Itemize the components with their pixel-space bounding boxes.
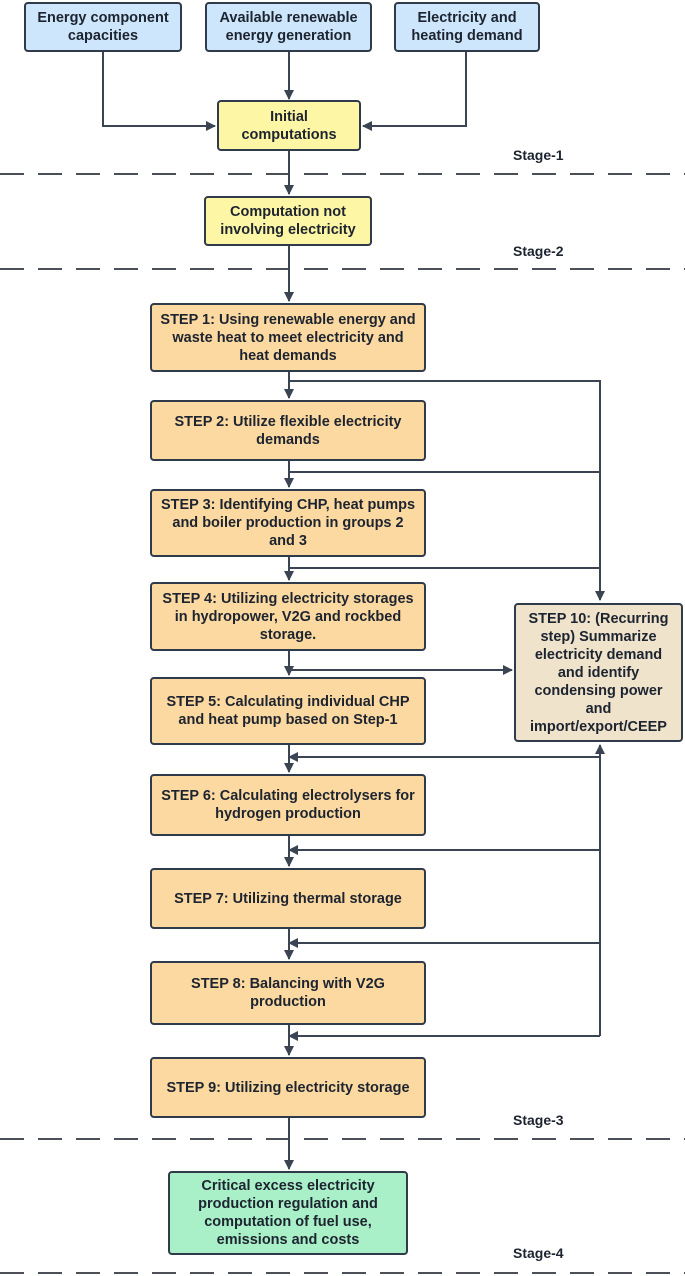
step-10-label: STEP 10: (Recurring step) Summarize elec… <box>528 610 669 735</box>
step-3: STEP 3: Identifying CHP, heat pumps and … <box>150 489 426 557</box>
final-label: Critical excess electricity production r… <box>198 1178 378 1248</box>
arrow-demand-to-initial <box>362 52 467 131</box>
final-regulation-and-costs: Critical excess electricity production r… <box>168 1171 408 1255</box>
step-7-label: STEP 7: Utilizing thermal storage <box>174 890 402 907</box>
step-5: STEP 5: Calculating individual CHP and h… <box>150 677 426 745</box>
input-available-renewable-generation: Available renewable energy generation <box>205 2 372 52</box>
initial-computations-label: Initial computations <box>241 108 337 143</box>
initial-computations: Initial computations <box>217 100 361 151</box>
step-1: STEP 1: Using renewable energy and waste… <box>150 303 426 372</box>
step-9-label: STEP 9: Utilizing electricity storage <box>166 1079 410 1096</box>
stage-1-label: Stage-1 <box>513 147 564 163</box>
step-7: STEP 7: Utilizing thermal storage <box>150 868 426 929</box>
input-demand-label: Electricity and heating demand <box>411 10 523 44</box>
step-4-label: STEP 4: Utilizing electricity storages i… <box>162 590 414 643</box>
computation-not-involving-electricity: Computation not involving electricity <box>204 196 372 246</box>
input-capacities-label: Energy component capacities <box>37 10 169 44</box>
step-3-label: STEP 3: Identifying CHP, heat pumps and … <box>160 497 416 549</box>
step-6-label: STEP 6: Calculating electrolysers for hy… <box>161 788 415 822</box>
step-2: STEP 2: Utilize flexible electricity dem… <box>150 400 426 461</box>
step-10-recurring: STEP 10: (Recurring step) Summarize elec… <box>514 603 683 742</box>
step-6: STEP 6: Calculating electrolysers for hy… <box>150 774 426 836</box>
step-8-label: STEP 8: Balancing with V2G production <box>191 976 385 1010</box>
input-energy-component-capacities: Energy component capacities <box>24 2 182 52</box>
branch-step1-to-step10 <box>289 380 605 601</box>
step-2-label: STEP 2: Utilize flexible electricity dem… <box>174 413 402 448</box>
step-8: STEP 8: Balancing with V2G production <box>150 961 426 1025</box>
stage-3-label: Stage-3 <box>513 1112 564 1128</box>
arrow-capacities-to-initial <box>102 52 216 131</box>
stage-2-label: Stage-2 <box>513 243 564 259</box>
non-electric-label: Computation not involving electricity <box>220 204 356 238</box>
input-renewable-label: Available renewable energy generation <box>219 10 358 44</box>
step-4: STEP 4: Utilizing electricity storages i… <box>150 582 426 651</box>
stage-4-label: Stage-4 <box>513 1245 564 1261</box>
step-1-label: STEP 1: Using renewable energy and waste… <box>160 311 416 364</box>
input-electricity-heating-demand: Electricity and heating demand <box>394 2 540 52</box>
step-5-label: STEP 5: Calculating individual CHP and h… <box>166 694 410 728</box>
step-9: STEP 9: Utilizing electricity storage <box>150 1057 426 1118</box>
